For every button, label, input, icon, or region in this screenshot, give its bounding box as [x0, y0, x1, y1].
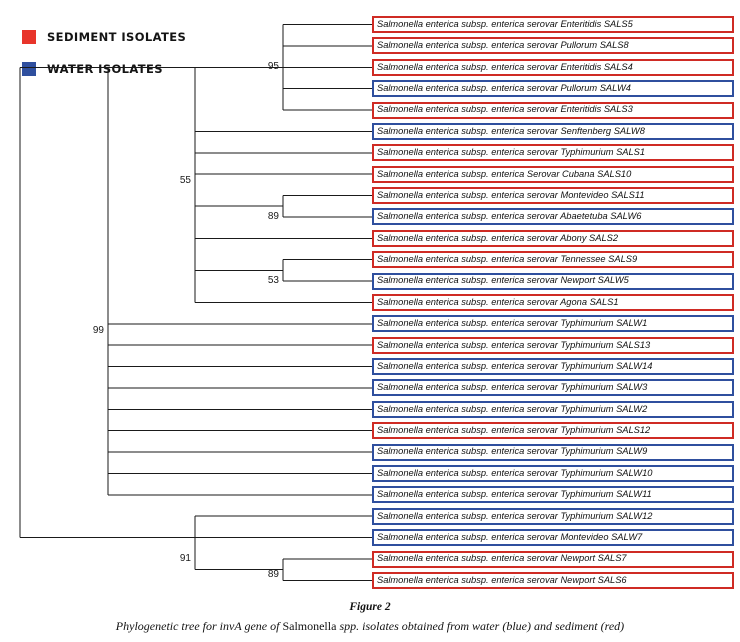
- taxon-label-text: Salmonella enterica subsp. enterica sero…: [377, 553, 627, 564]
- taxon-label: Salmonella enterica subsp. enterica sero…: [372, 37, 734, 55]
- taxon-label-text: Salmonella enterica subsp. enterica sero…: [377, 232, 618, 243]
- taxon-label: Salmonella enterica subsp. enterica sero…: [372, 251, 734, 269]
- taxon-label: Salmonella enterica subsp. enterica sero…: [372, 550, 734, 568]
- taxon-label: Salmonella enterica subsp. enterica sero…: [372, 358, 734, 376]
- taxon-label: Salmonella enterica subsp. enterica sero…: [372, 101, 734, 119]
- taxon-label-text: Salmonella enterica subsp. enterica sero…: [377, 510, 653, 521]
- taxon-label-text: Salmonella enterica subsp. enterica sero…: [377, 574, 627, 585]
- caption-part-2: gene of: [241, 619, 283, 633]
- taxon-label-text: Salmonella enterica subsp. enterica sero…: [377, 339, 651, 350]
- taxon-label-text: Salmonella enterica subsp. enterica sero…: [377, 382, 648, 393]
- taxon-label-text: Salmonella enterica subsp. enterica sero…: [377, 18, 633, 29]
- taxon-label: Salmonella enterica subsp. enterica sero…: [372, 293, 734, 311]
- bootstrap-value-n89a: 89: [267, 211, 279, 222]
- taxon-label: Salmonella enterica subsp. enterica sero…: [372, 315, 734, 333]
- taxon-label-text: Salmonella enterica subsp. enterica sero…: [377, 189, 645, 200]
- taxon-label-text: Salmonella enterica subsp. enterica Sero…: [377, 168, 632, 179]
- taxon-label-text: Salmonella enterica subsp. enterica sero…: [377, 82, 631, 93]
- taxon-label: Salmonella enterica subsp. enterica sero…: [372, 122, 734, 140]
- taxon-label: Salmonella enterica subsp. enterica sero…: [372, 272, 734, 290]
- taxon-label: Salmonella enterica subsp. enterica sero…: [372, 400, 734, 418]
- taxon-label: Salmonella enterica subsp. enterica sero…: [372, 80, 734, 98]
- taxon-label-text: Salmonella enterica subsp. enterica sero…: [377, 296, 619, 307]
- taxon-label: Salmonella enterica subsp. enterica sero…: [372, 208, 734, 226]
- figure-number: Figure 2: [349, 601, 391, 613]
- legend-label-water: WATER ISOLATES: [47, 62, 163, 76]
- taxon-label-text: Salmonella enterica subsp. enterica sero…: [377, 489, 652, 500]
- taxon-label-text: Salmonella enterica subsp. enterica sero…: [377, 104, 633, 115]
- taxon-label: Salmonella enterica subsp. enterica sero…: [372, 379, 734, 397]
- taxon-label: Salmonella enterica subsp. enterica sero…: [372, 229, 734, 247]
- taxon-label: Salmonella enterica subsp. enterica Sero…: [372, 165, 734, 183]
- taxon-label: Salmonella enterica subsp. enterica sero…: [372, 443, 734, 461]
- taxon-label-text: Salmonella enterica subsp. enterica sero…: [377, 254, 638, 265]
- taxon-label-text: Salmonella enterica subsp. enterica sero…: [377, 446, 648, 457]
- taxon-label-text: Salmonella enterica subsp. enterica sero…: [377, 360, 653, 371]
- taxon-label: Salmonella enterica subsp. enterica sero…: [372, 16, 734, 33]
- legend-item-sediment: SEDIMENT ISOLATES: [22, 26, 186, 48]
- taxon-label-text: Salmonella enterica subsp. enterica sero…: [377, 467, 653, 478]
- legend: SEDIMENT ISOLATES WATER ISOLATES: [22, 26, 186, 90]
- taxon-label: Salmonella enterica subsp. enterica sero…: [372, 58, 734, 76]
- bootstrap-value-n95: 95: [267, 61, 279, 72]
- taxon-label: Salmonella enterica subsp. enterica sero…: [372, 336, 734, 354]
- taxon-label: Salmonella enterica subsp. enterica sero…: [372, 464, 734, 482]
- caption-genus: Salmonella: [282, 619, 337, 633]
- caption-part-3: spp. isolates obtained from water (blue)…: [336, 619, 625, 633]
- taxon-label-text: Salmonella enterica subsp. enterica sero…: [377, 125, 645, 136]
- taxon-label-text: Salmonella enterica subsp. enterica sero…: [377, 40, 629, 51]
- taxon-label: Salmonella enterica subsp. enterica sero…: [372, 571, 734, 589]
- red-square-icon: [22, 30, 36, 44]
- figure-caption: Phylogenetic tree for invA gene of Salmo…: [0, 619, 740, 634]
- taxon-label-text: Salmonella enterica subsp. enterica sero…: [377, 318, 648, 329]
- bootstrap-value-n55: 55: [179, 175, 191, 186]
- taxon-label-text: Salmonella enterica subsp. enterica sero…: [377, 61, 633, 72]
- taxon-label-text: Salmonella enterica subsp. enterica sero…: [377, 275, 629, 286]
- caption-part-1: Phylogenetic tree for: [115, 619, 220, 633]
- legend-label-sediment: SEDIMENT ISOLATES: [47, 30, 187, 44]
- taxon-label-text: Salmonella enterica subsp. enterica sero…: [377, 403, 648, 414]
- taxon-label: Salmonella enterica subsp. enterica sero…: [372, 486, 734, 504]
- taxon-label: Salmonella enterica subsp. enterica sero…: [372, 144, 734, 162]
- bootstrap-value-n53: 53: [267, 275, 279, 286]
- taxon-label-text: Salmonella enterica subsp. enterica sero…: [377, 425, 651, 436]
- taxon-label-text: Salmonella enterica subsp. enterica sero…: [377, 211, 642, 222]
- caption-gene: invA: [219, 619, 242, 633]
- taxon-label: Salmonella enterica subsp. enterica sero…: [372, 529, 734, 547]
- taxon-label-text: Salmonella enterica subsp. enterica sero…: [377, 147, 646, 158]
- legend-item-water: WATER ISOLATES: [22, 58, 186, 80]
- taxon-label: Salmonella enterica subsp. enterica sero…: [372, 187, 734, 205]
- blue-square-icon: [22, 62, 36, 76]
- bootstrap-value-n91: 91: [179, 553, 191, 564]
- taxon-label: Salmonella enterica subsp. enterica sero…: [372, 422, 734, 440]
- bootstrap-value-n89b: 89: [267, 569, 279, 580]
- taxon-label: Salmonella enterica subsp. enterica sero…: [372, 507, 734, 525]
- taxon-label-text: Salmonella enterica subsp. enterica sero…: [377, 531, 643, 542]
- bootstrap-value-n99: 99: [92, 325, 104, 336]
